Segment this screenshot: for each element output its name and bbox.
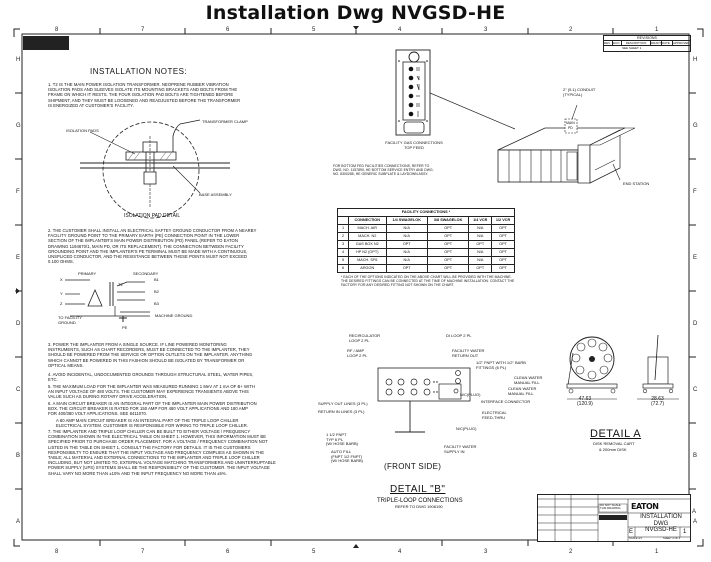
gas-panel-leader	[430, 92, 516, 130]
t2-label: T2	[118, 282, 123, 287]
notes-heading: INSTALLATION NOTES:	[90, 67, 188, 76]
detail-b-subtitle: TRIPLE-LOOP CONNECTIONS	[377, 498, 463, 504]
bottom-feed-note: FOR BOTTOM FED FACILITIES CONNECTIONS, R…	[333, 164, 434, 177]
gas-panel-caption-1: FACILITY GAS CONNECTIONS	[385, 140, 443, 145]
transformer-clamp-label: TRANSFORMER CLAMP	[202, 119, 248, 124]
detail-a-subtitle-1: DISK REMOVAL CART	[593, 441, 635, 446]
detail-b-ref: REFER TO DWG 1908190	[395, 504, 443, 509]
facility-ground-label: TO FACILITY GROUND	[58, 315, 82, 325]
facility-connections-footnote: * EACH OF THE OPTIONS INDICATED ON THE A…	[341, 275, 515, 288]
note-1: 1. T2 IS THE MAIN POWER ISOLATION TRANSF…	[48, 82, 241, 108]
proprietary-stamp	[23, 36, 69, 50]
do-not-scale-note: DO NOT SCALE THIS DRAWING	[600, 503, 621, 511]
sheet-label: SHEET 2 OF 4	[663, 537, 681, 540]
base-assembly-label: BASE ASSEMBLY	[199, 192, 232, 197]
note-6b: A 60 AMP MAIN CIRCUIT BREAKER IS AN INTE…	[56, 418, 249, 429]
front-side-label: (FRONT SIDE)	[384, 462, 442, 471]
facility-connections-table: FACILITY CONNECTIONS * CONNECTION 1/4 SW…	[337, 208, 515, 288]
isolation-pads-label: ISOLATION PADS	[66, 128, 99, 133]
primary-label: PRIMARY	[78, 271, 97, 276]
gas-panel-caption-2: TOP FEED	[404, 145, 424, 150]
note-7: 7. THE IMPLANTER AND TRIPLE LOOP CHILLER…	[48, 429, 276, 476]
revisions-block: REVISIONS REV ECO DESCRIPTION DRAFT DATE…	[603, 35, 691, 52]
isolation-pad-detail-drawing	[80, 119, 230, 219]
conduit-label: 2" (5.1) CONDUIT (TYPICAL)	[563, 87, 596, 97]
isolation-pad-caption: ISOLATION PAD DETAIL	[124, 213, 181, 219]
note-6: 6. A MAIN CIRCUIT BREAKER IS AN INTEGRAL…	[48, 401, 257, 417]
detail-a-subtitle-2: & 200mm DISK	[599, 447, 627, 452]
note-4: 4. AVOID INCIDENTAL, UNDOCUMENTED GROUND…	[48, 372, 254, 383]
disk-removal-cart-drawing	[566, 335, 679, 400]
end-station-label: END STATION	[623, 181, 650, 186]
main-pd-label: MAIN PD	[566, 121, 575, 130]
secondary-label: SECONDARY	[133, 271, 159, 276]
detail-a-dim-width: 47.63 (120.9)	[577, 396, 593, 407]
page-title: Installation Dwg NVGSD-HE	[205, 2, 506, 24]
note-5: 5. THE MAXIMUM LOAD FOR THE IMPLANTER WA…	[48, 384, 255, 400]
note-3: 3. POWER THE IMPLANTER FROM A SINGLE SOU…	[48, 342, 253, 368]
machine-ground-label: MACHINE GROUND	[155, 313, 193, 318]
title-block: EATON DO NOT SCALE THIS DRAWING INSTALLA…	[537, 494, 691, 542]
transformer-schematic	[65, 279, 150, 322]
implanter-machine-drawing	[497, 104, 636, 184]
detail-a-dim-depth: 28.63 (72.7)	[651, 396, 665, 407]
note-2: 2. THE CUSTOMER SHALL INSTALL AN ELECTRI…	[48, 228, 257, 265]
drawing-size: E	[629, 529, 634, 535]
triple-loop-connections-drawing	[377, 367, 471, 433]
detail-a-title: DETAIL A	[590, 428, 642, 440]
drawing-rev: 1	[683, 529, 687, 535]
gas-panel-drawing	[395, 49, 431, 136]
row-a-marker: A	[692, 509, 697, 515]
detail-b-title: DETAIL "B"	[390, 484, 446, 495]
eaton-logo: EATON	[631, 502, 659, 511]
drawing-title: INSTALLATION DWG NVGSD-HE	[640, 514, 682, 533]
scale-label: SCALE 1/1	[629, 537, 642, 540]
